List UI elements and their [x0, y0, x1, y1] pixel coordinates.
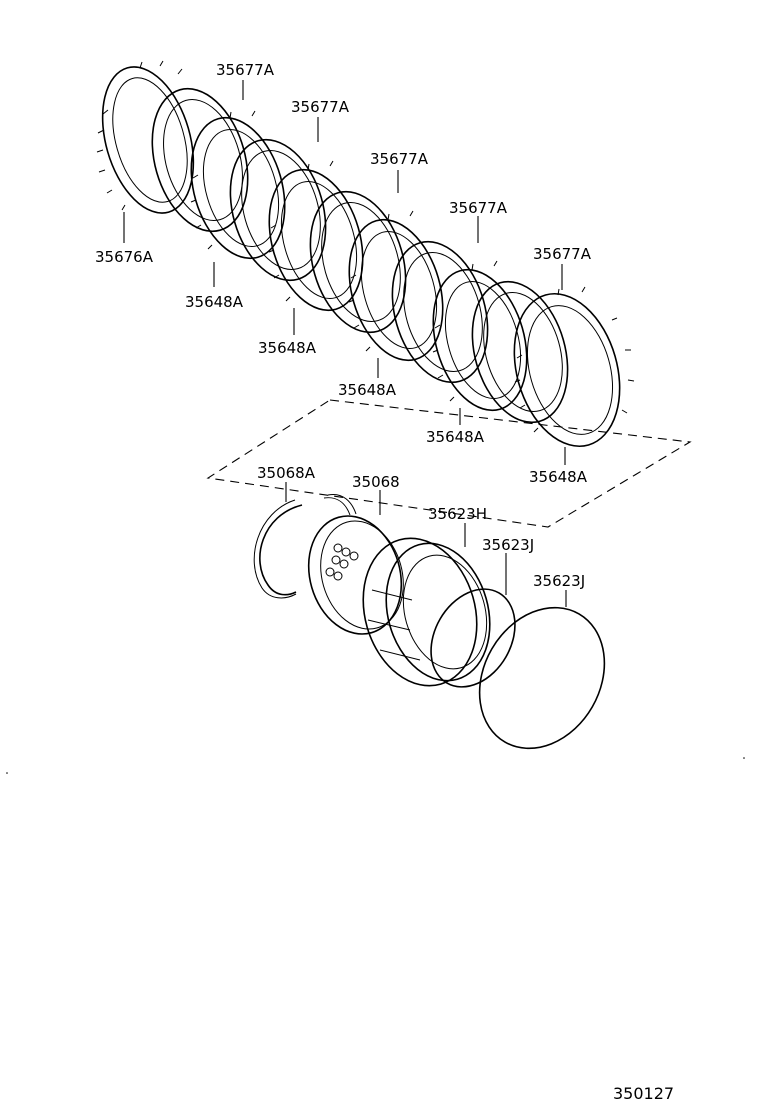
label-35623H: 35623H — [428, 505, 487, 523]
label-35648A-5: 35648A — [529, 468, 588, 486]
o-ring-35623J-small — [430, 588, 516, 688]
label-35648A-2: 35648A — [258, 339, 317, 357]
part-labels: 35677A 35677A 35677A 35677A 35677A 35676… — [95, 61, 592, 590]
steel-plate-35677A-4 — [391, 240, 489, 384]
clutch-pack — [96, 60, 635, 448]
piston-35623H — [362, 537, 491, 687]
steel-plate-35677A-3 — [309, 190, 407, 334]
label-35677A-4: 35677A — [449, 199, 508, 217]
leader-lines — [123, 80, 567, 607]
steel-plate-35677A-2 — [229, 138, 327, 282]
speck-right — [743, 757, 745, 759]
label-35677A-1: 35677A — [216, 61, 275, 79]
o-ring-35623J-large — [478, 606, 606, 750]
label-35676A: 35676A — [95, 248, 154, 266]
speck-left — [6, 772, 8, 774]
label-35648A-1: 35648A — [185, 293, 244, 311]
label-35623J-2: 35623J — [533, 572, 585, 590]
friction-plate-35648A-5 — [513, 286, 635, 448]
friction-plate-35648A-2 — [268, 160, 364, 312]
flange-plate-35676A — [96, 60, 195, 214]
friction-plate-35648A-3 — [348, 210, 444, 362]
return-spring-35068 — [307, 515, 404, 635]
label-35677A-2: 35677A — [291, 98, 350, 116]
label-35068A: 35068A — [257, 464, 316, 482]
steel-plate-35677A-1 — [151, 87, 249, 233]
label-35623J-1: 35623J — [482, 536, 534, 554]
steel-plate-35677A-5 — [471, 280, 569, 424]
label-35677A-3: 35677A — [370, 150, 429, 168]
label-35068: 35068 — [352, 473, 400, 491]
group-boundary — [206, 399, 692, 528]
label-35648A-4: 35648A — [426, 428, 485, 446]
label-35648A-3: 35648A — [338, 381, 397, 399]
label-35677A-5: 35677A — [533, 245, 592, 263]
catalog-number: 350127 — [613, 1084, 674, 1103]
friction-plate-35648A-1 — [190, 110, 286, 260]
snap-ring-35068A — [253, 493, 357, 599]
